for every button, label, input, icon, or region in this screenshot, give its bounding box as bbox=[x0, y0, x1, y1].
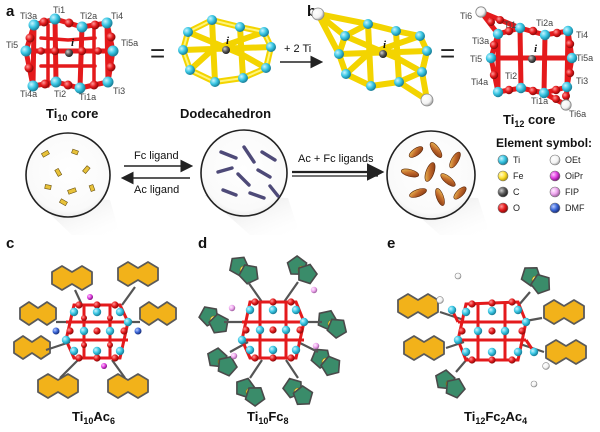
ac-fc-ligands-label: Ac + Fc ligands bbox=[298, 153, 374, 165]
label-ti2a-b: Ti2a bbox=[536, 18, 553, 28]
label-ti4: Ti4 bbox=[111, 11, 123, 21]
label-ti4a: Ti4a bbox=[20, 89, 37, 99]
dodecahedron-caption: Dodecahedron bbox=[180, 106, 271, 121]
ferrocene-unit bbox=[229, 256, 259, 285]
label-ti4a-b: Ti4a bbox=[471, 77, 488, 87]
ti10fc8-structure bbox=[198, 255, 348, 407]
label-ti3: Ti3 bbox=[113, 86, 125, 96]
ferrocene-unit bbox=[310, 348, 341, 377]
rod-crystals-morphology bbox=[200, 129, 300, 235]
legend-swatch-fip bbox=[549, 186, 561, 198]
label-ti6: Ti6 bbox=[460, 11, 472, 21]
inversion-label-dodecahedron: i bbox=[226, 35, 230, 47]
ferrocene-unit bbox=[317, 309, 348, 339]
equals-sign-b: = bbox=[440, 38, 455, 68]
label-ti1a-b: Ti1a bbox=[531, 96, 548, 106]
label-ti3-b: Ti3 bbox=[576, 76, 588, 86]
legend-swatch-oipr bbox=[549, 170, 561, 182]
label-ti6a: Ti6a bbox=[569, 109, 586, 119]
plate-crystals-morphology bbox=[386, 130, 490, 235]
legend-label-o: O bbox=[513, 203, 520, 213]
dodecahedron-structure: i bbox=[178, 15, 276, 87]
ti10ac6-structure bbox=[13, 261, 177, 399]
ti10-core-labels: Ti3a Ti1 Ti2a Ti4 Ti5 Ti5a Ti4a Ti2 Ti1a… bbox=[6, 5, 138, 102]
legend-label-oipr: OiPr bbox=[565, 171, 583, 181]
panel-letter-c: c bbox=[6, 235, 14, 252]
ti12-core-labels: Ti6 Ti1 Ti2a Ti3a Ti4 Ti5 Ti5a Ti2 Ti4a … bbox=[460, 11, 593, 119]
label-ti2: Ti2 bbox=[54, 89, 66, 99]
ti12fc2ac4-caption: Ti12Fc2Ac4 bbox=[464, 409, 527, 426]
legend-title: Element symbol: bbox=[496, 136, 592, 150]
legend-label-c: C bbox=[513, 187, 520, 197]
inversion-label-b: i bbox=[383, 39, 387, 51]
ferrocene-unit bbox=[286, 255, 318, 285]
panel-letter-b: b bbox=[307, 3, 316, 20]
inversion-label-ti12: i bbox=[534, 43, 538, 55]
label-ti2a: Ti2a bbox=[80, 11, 97, 21]
legend-label-fip: FIP bbox=[565, 187, 579, 197]
fc-ligand-label: Fc ligand bbox=[134, 150, 179, 162]
legend-swatch-o bbox=[497, 202, 509, 214]
ti12-core-caption: Ti12 core bbox=[503, 112, 555, 129]
legend-swatch-oet bbox=[549, 154, 561, 166]
legend-label-fe: Fe bbox=[513, 171, 524, 181]
label-ti1: Ti1 bbox=[53, 5, 65, 15]
small-crystals-morphology bbox=[25, 132, 120, 235]
ti10ac6-caption: Ti10Ac6 bbox=[72, 409, 115, 426]
add-ti-label: + 2 Ti bbox=[284, 43, 311, 55]
ti12fc2ac4-structure bbox=[397, 266, 587, 399]
label-ti2-b: Ti2 bbox=[505, 71, 517, 81]
label-ti4-b: Ti4 bbox=[576, 30, 588, 40]
legend-label-oet: OEt bbox=[565, 155, 581, 165]
label-ti5-b: Ti5 bbox=[470, 54, 482, 64]
inversion-label-a: i bbox=[71, 37, 75, 49]
ferrocene-unit bbox=[520, 266, 551, 295]
label-ti1-b: Ti1 bbox=[504, 20, 516, 30]
label-ti5a-b: Ti5a bbox=[576, 53, 593, 63]
legend-swatch-fe bbox=[497, 170, 509, 182]
label-ti3a: Ti3a bbox=[20, 11, 37, 21]
ferrocene-unit bbox=[236, 377, 266, 407]
label-ti5: Ti5 bbox=[6, 40, 18, 50]
ferrocene-unit bbox=[198, 306, 229, 334]
panel-letter-d: d bbox=[198, 235, 207, 252]
legend-label-dmf: DMF bbox=[565, 203, 585, 213]
inversion-center bbox=[65, 49, 73, 57]
ferrocene-unit bbox=[435, 369, 466, 399]
legend-swatch-dmf bbox=[549, 202, 561, 214]
equals-sign-a: = bbox=[150, 38, 165, 68]
ferrocene-unit bbox=[282, 377, 314, 406]
legend-label-ti: Ti bbox=[513, 155, 520, 165]
legend-swatch-c bbox=[497, 186, 509, 198]
legend-swatch-ti bbox=[497, 154, 509, 166]
ti10-core-structure bbox=[20, 13, 119, 94]
panel-letter-a: a bbox=[6, 3, 15, 20]
ti10fc8-caption: Ti10Fc8 bbox=[247, 409, 289, 426]
label-ti3a-b: Ti3a bbox=[472, 36, 489, 46]
label-ti5a: Ti5a bbox=[121, 38, 138, 48]
panel-letter-e: e bbox=[387, 235, 395, 252]
ferrocene-unit bbox=[207, 347, 238, 377]
ti12-dodecahedron-structure: i bbox=[311, 7, 434, 107]
label-ti1a: Ti1a bbox=[79, 92, 96, 102]
ti10-core-caption: Ti10 core bbox=[46, 106, 98, 123]
ti12-core-structure bbox=[475, 6, 578, 111]
ac-ligand-label: Ac ligand bbox=[134, 184, 179, 196]
